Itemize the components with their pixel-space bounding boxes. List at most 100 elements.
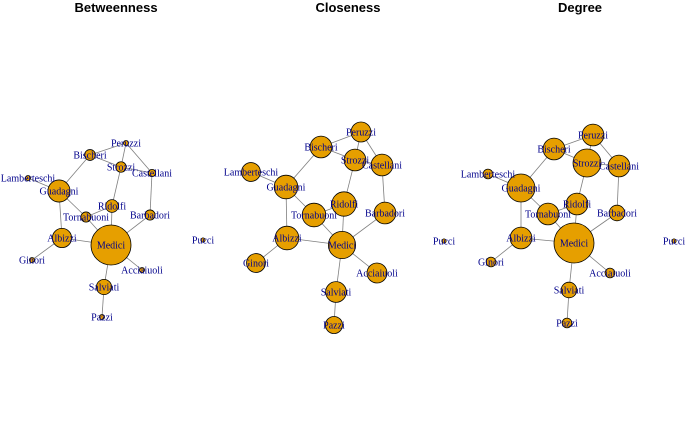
node-bischeri xyxy=(84,149,96,161)
node-albizzi xyxy=(509,226,533,250)
node-acciaiuoli xyxy=(366,262,388,284)
edge-castellani-barbadori xyxy=(149,172,153,216)
node-pucci xyxy=(671,238,677,244)
node-tornabuoni xyxy=(536,202,560,226)
nodes-betweenness xyxy=(25,140,206,320)
node-ridolfi xyxy=(565,192,589,216)
node-label-albizzi: Albizzi xyxy=(506,234,536,245)
node-label-ridolfi: Ridolfi xyxy=(563,200,592,211)
node-label-strozzi: Strozzi xyxy=(107,163,136,174)
labels-degree: MediciAlbizziGinoriGuadagniLamberteschiB… xyxy=(461,131,686,330)
node-strozzi xyxy=(572,148,602,178)
node-label-tornabuoni: Tornabuoni xyxy=(291,211,337,222)
node-ridolfi xyxy=(331,191,357,217)
node-label-peruzzi: Peruzzi xyxy=(346,128,376,139)
edge-peruzzi-castellani xyxy=(125,142,153,174)
node-label-pazzi: Pazzi xyxy=(91,313,113,324)
node-albizzi xyxy=(51,227,73,249)
node-peruzzi xyxy=(350,121,372,143)
node-label-ginori: Ginori xyxy=(19,256,45,267)
node-ginori xyxy=(246,253,266,273)
node-label-medici: Medici xyxy=(97,241,126,252)
node-salviati xyxy=(325,281,347,303)
nodes-closeness xyxy=(241,121,447,334)
node-label-medici: Medici xyxy=(328,241,357,252)
node-tornabuoni xyxy=(301,202,327,228)
node-barbadori xyxy=(373,201,397,225)
panel-title-degree: Degree xyxy=(558,0,602,15)
node-albizzi xyxy=(274,225,300,251)
node-label-pazzi: Pazzi xyxy=(556,319,578,330)
labels-betweenness: MediciAlbizziGinoriGuadagniLamberteschiB… xyxy=(1,139,215,324)
node-salviati xyxy=(560,281,578,299)
node-acciaiuoli xyxy=(604,267,616,279)
node-ginori xyxy=(485,256,497,268)
node-pucci xyxy=(441,238,447,244)
node-acciaiuoli xyxy=(139,267,145,273)
node-castellani xyxy=(607,154,631,178)
node-lamberteschi xyxy=(25,175,31,181)
node-label-tornabuoni: Tornabuoni xyxy=(525,210,571,221)
node-label-salviati: Salviati xyxy=(321,288,352,299)
node-label-peruzzi: Peruzzi xyxy=(578,131,608,142)
panel-degree: Degree MediciAlbizziGinoriGuadagniLamber… xyxy=(461,0,686,330)
node-label-tornabuoni: Tornabuoni xyxy=(63,213,109,224)
node-strozzi xyxy=(115,161,127,173)
node-medici xyxy=(553,222,595,264)
node-label-salviati: Salviati xyxy=(89,283,120,294)
node-label-acciaiuoli: Acciaiuoli xyxy=(121,266,163,277)
panel-title-betweenness: Betweenness xyxy=(74,0,157,15)
node-label-barbadori: Barbadori xyxy=(365,209,405,220)
node-label-albizzi: Albizzi xyxy=(272,234,302,245)
node-pazzi xyxy=(561,317,573,329)
node-castellani xyxy=(370,153,394,177)
node-barbadori xyxy=(144,209,156,221)
node-pazzi xyxy=(99,314,105,320)
node-label-ridolfi: Ridolfi xyxy=(98,202,127,213)
node-label-pucci: Pucci xyxy=(663,237,685,248)
node-barbadori xyxy=(608,204,626,222)
node-label-pucci: Pucci xyxy=(192,236,214,247)
node-ginori xyxy=(29,257,35,263)
node-guadagni xyxy=(47,179,71,203)
node-label-bischeri: Bischeri xyxy=(537,145,571,156)
node-label-acciaiuoli: Acciaiuoli xyxy=(356,269,398,280)
node-medici xyxy=(327,230,357,260)
node-salviati xyxy=(95,278,113,296)
node-label-pazzi: Pazzi xyxy=(323,321,345,332)
node-medici xyxy=(90,224,132,266)
node-label-pucci: Pucci xyxy=(433,237,455,248)
node-peruzzi xyxy=(123,140,129,146)
node-strozzi xyxy=(343,148,367,172)
node-label-barbadori: Barbadori xyxy=(597,209,637,220)
node-label-albizzi: Albizzi xyxy=(47,234,77,245)
node-label-salviati: Salviati xyxy=(554,286,585,297)
node-lamberteschi xyxy=(241,162,261,182)
node-label-acciaiuoli: Acciaiuoli xyxy=(589,269,631,280)
node-guadagni xyxy=(273,174,299,200)
node-label-castellani: Castellani xyxy=(599,162,639,173)
node-label-medici: Medici xyxy=(560,239,589,250)
node-tornabuoni xyxy=(80,211,92,223)
node-ridolfi xyxy=(105,199,119,213)
node-pucci xyxy=(200,237,206,243)
node-label-barbadori: Barbadori xyxy=(130,211,170,222)
node-label-ridolfi: Ridolfi xyxy=(330,200,359,211)
node-label-lamberteschi: Lamberteschi xyxy=(224,168,279,179)
node-label-lamberteschi: Lamberteschi xyxy=(461,170,516,181)
node-label-guadagni: Guadagni xyxy=(267,183,306,194)
node-castellani xyxy=(147,168,157,178)
node-label-peruzzi: Peruzzi xyxy=(111,139,141,150)
node-peruzzi xyxy=(581,123,605,147)
node-label-ginori: Ginori xyxy=(243,259,269,270)
node-label-ginori: Ginori xyxy=(478,258,504,269)
node-guadagni xyxy=(506,173,536,203)
node-label-strozzi: Strozzi xyxy=(573,159,602,170)
node-bischeri xyxy=(309,135,333,159)
panel-betweenness: Betweenness MediciAlbizziGinoriGuadagniL… xyxy=(1,0,215,324)
panel-title-closeness: Closeness xyxy=(315,0,380,15)
node-label-strozzi: Strozzi xyxy=(341,156,370,167)
